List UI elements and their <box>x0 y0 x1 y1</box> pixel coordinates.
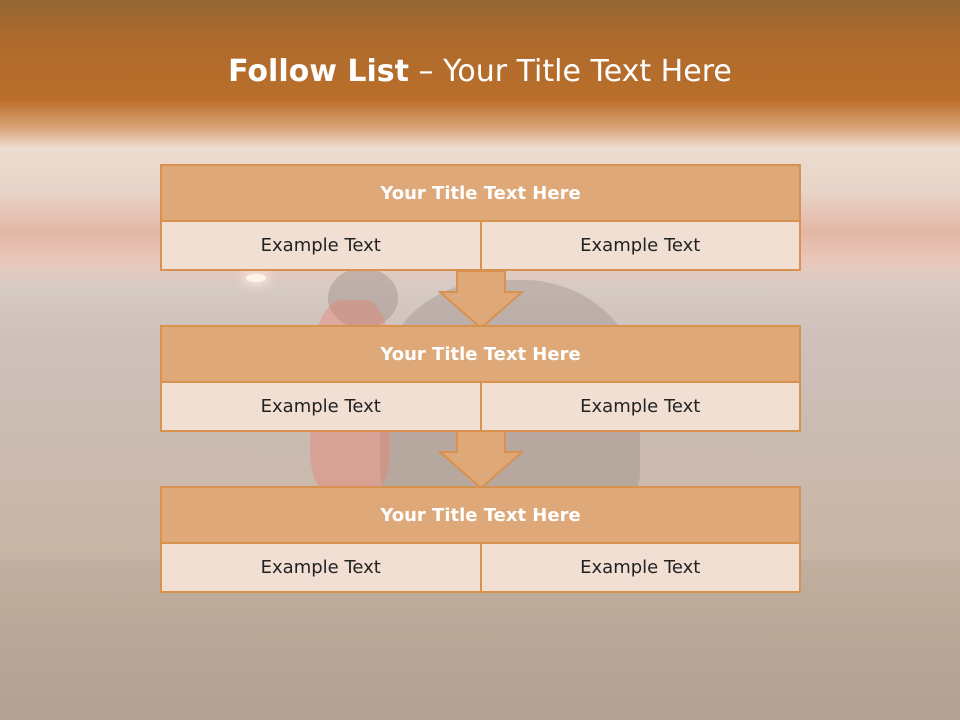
follow-block-1: Your Title Text Here Example Text Exampl… <box>160 164 801 271</box>
slide-title-rest: – Your Title Text Here <box>418 54 732 89</box>
follow-block-2: Your Title Text Here Example Text Exampl… <box>160 325 801 432</box>
block-title: Your Title Text Here <box>160 164 801 222</box>
block-cell-right: Example Text <box>481 222 801 271</box>
follow-block-3: Your Title Text Here Example Text Exampl… <box>160 486 801 593</box>
block-title: Your Title Text Here <box>160 325 801 383</box>
block-cell-right: Example Text <box>481 544 801 593</box>
background-figure-head <box>328 268 398 328</box>
slide-title: Follow List – Your Title Text Here <box>0 54 960 89</box>
block-row: Example Text Example Text <box>160 222 801 271</box>
background-sun <box>246 274 266 282</box>
down-arrow-icon <box>438 270 524 330</box>
block-cell-left: Example Text <box>160 544 482 593</box>
block-title: Your Title Text Here <box>160 486 801 544</box>
block-cell-right: Example Text <box>481 383 801 432</box>
slide-title-bold: Follow List <box>228 54 409 89</box>
block-row: Example Text Example Text <box>160 544 801 593</box>
down-arrow-icon <box>438 430 524 490</box>
block-cell-left: Example Text <box>160 222 482 271</box>
block-row: Example Text Example Text <box>160 383 801 432</box>
block-cell-left: Example Text <box>160 383 482 432</box>
